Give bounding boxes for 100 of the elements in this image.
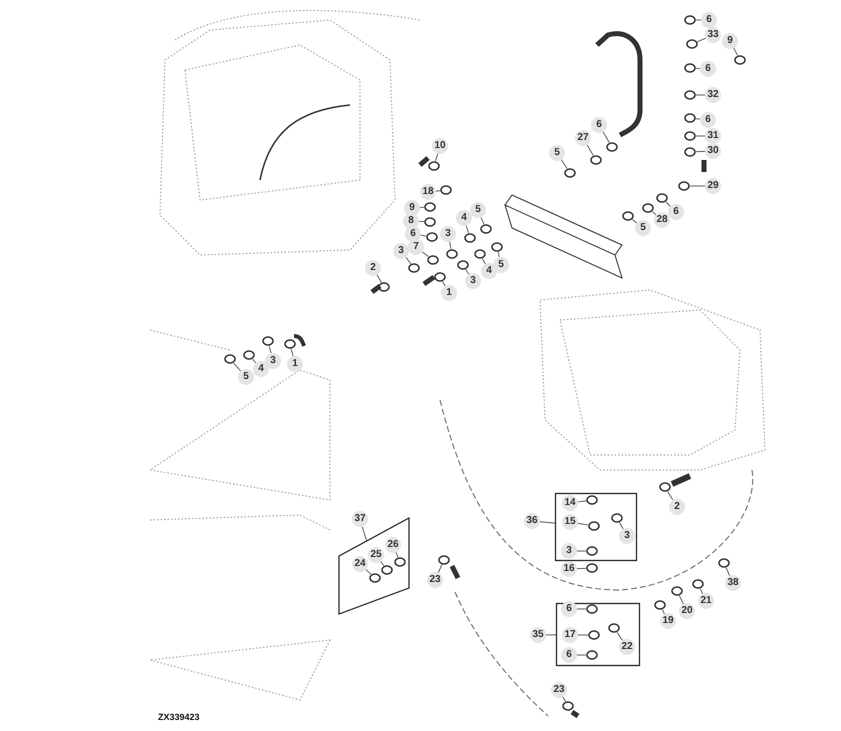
- leader-line: [290, 348, 294, 357]
- leader-line: [652, 211, 656, 216]
- callout-number: 5: [493, 257, 509, 273]
- leader-line: [396, 552, 398, 558]
- callout-number: 29: [705, 178, 721, 194]
- fitting-icon: [678, 181, 690, 191]
- leader-line: [365, 569, 372, 575]
- leader-line: [602, 132, 610, 143]
- fitting-icon: [446, 249, 458, 259]
- callout-number: 25: [368, 547, 384, 563]
- leader-line: [435, 153, 438, 162]
- callout-number: 37: [352, 511, 368, 527]
- leader-line: [418, 221, 424, 222]
- callout-number: 7: [408, 239, 424, 255]
- callout-number: 2: [365, 260, 381, 276]
- callout-number: 28: [654, 212, 670, 228]
- fitting-icon: [434, 272, 446, 282]
- callout-number: 3: [440, 226, 456, 242]
- callout-number: 20: [679, 603, 695, 619]
- callout-number: 5: [238, 369, 254, 385]
- fitting-icon: [586, 546, 598, 556]
- fitting-icon: [684, 113, 696, 123]
- leader-line: [422, 252, 429, 257]
- fitting-icon: [656, 193, 668, 203]
- fitting-icon: [684, 147, 696, 157]
- leader-line: [696, 94, 706, 96]
- fitting-icon: [659, 482, 671, 492]
- callout-number: 24: [352, 556, 368, 572]
- callout-number: 14: [562, 495, 578, 511]
- callout-number: 23: [551, 682, 567, 698]
- fitting-icon: [243, 350, 255, 360]
- leader-line: [376, 274, 382, 283]
- fitting-icon: [408, 263, 420, 273]
- leader-line: [665, 201, 671, 207]
- callout-number: 6: [405, 226, 421, 242]
- leader-line: [436, 190, 440, 192]
- callout-number: 4: [253, 361, 269, 377]
- callout-number: 22: [619, 639, 635, 655]
- leader-line: [465, 269, 470, 275]
- leader-line: [380, 561, 384, 566]
- leader-line: [546, 634, 557, 636]
- leader-line: [619, 522, 624, 530]
- fitting-icon: [427, 255, 439, 265]
- leader-line: [466, 225, 469, 234]
- kit-frame: [556, 603, 640, 666]
- leader-line: [442, 281, 446, 286]
- leader-line: [482, 258, 486, 264]
- leader-line: [480, 217, 484, 225]
- leader-line: [696, 150, 706, 152]
- leader-line: [726, 567, 730, 576]
- leader-line: [678, 595, 684, 604]
- fitting-icon: [424, 202, 436, 212]
- fitting-icon: [424, 217, 436, 227]
- callout-number: 3: [393, 243, 409, 259]
- leader-line: [578, 634, 588, 636]
- fitting-icon: [457, 260, 469, 270]
- callout-number: 33: [705, 27, 721, 43]
- leader-line: [449, 241, 452, 250]
- callout-number: 5: [549, 145, 565, 161]
- callout-number: 4: [481, 263, 497, 279]
- callout-number: 10: [432, 138, 448, 154]
- leader-line: [252, 358, 256, 364]
- callout-number: 38: [725, 575, 741, 591]
- callout-number: 6: [561, 601, 577, 617]
- callout-number: 32: [705, 87, 721, 103]
- callout-number: 9: [404, 200, 420, 216]
- fitting-icon: [480, 224, 492, 234]
- fitting-icon: [684, 90, 696, 100]
- callout-number: 9: [722, 33, 738, 49]
- fitting-icon: [642, 203, 654, 213]
- leader-line: [576, 608, 586, 610]
- callout-number: 3: [619, 528, 635, 544]
- fitting-icon: [692, 579, 704, 589]
- fitting-icon: [686, 39, 698, 49]
- callout-number: 6: [591, 117, 607, 133]
- leader-line: [576, 568, 586, 570]
- fitting-icon: [718, 558, 730, 568]
- callout-number: 23: [427, 572, 443, 588]
- fitting-icon: [588, 521, 600, 531]
- leader-line: [662, 609, 665, 614]
- leader-line: [578, 522, 588, 526]
- callout-number: 31: [705, 128, 721, 144]
- fitting-icon: [369, 573, 381, 583]
- fitting-icon: [491, 242, 503, 252]
- leader-line: [576, 550, 586, 552]
- callout-number: 6: [701, 12, 717, 28]
- fitting-icon: [438, 555, 450, 565]
- fitting-icon: [262, 336, 274, 346]
- fitting-icon: [606, 142, 618, 152]
- leader-line: [233, 362, 242, 372]
- leader-line: [438, 564, 442, 574]
- leader-line: [268, 346, 272, 354]
- leader-line: [578, 500, 586, 502]
- callout-number: 18: [420, 184, 436, 200]
- callout-number: 6: [700, 61, 716, 77]
- callout-number: 27: [575, 130, 591, 146]
- fitting-icon: [284, 339, 296, 349]
- fitting-icon: [654, 600, 666, 610]
- fitting-icon: [562, 701, 574, 711]
- fitting-icon: [474, 249, 486, 259]
